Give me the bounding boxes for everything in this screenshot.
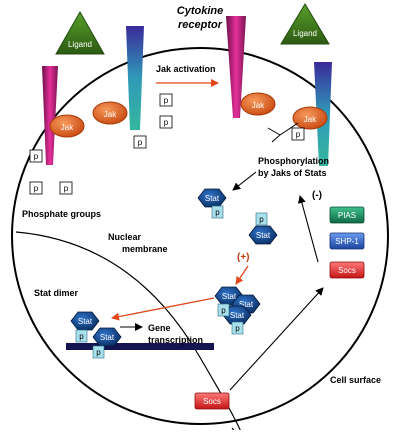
phosphorylation-label-line-1: Phosphorylation xyxy=(258,156,329,166)
title-line-1: Cytokine xyxy=(177,5,223,17)
stat-dimer-label: Stat dimer xyxy=(34,288,79,298)
nuclear-membrane-label-line-2: membrane xyxy=(122,244,168,254)
jak-right-2-label: Jak xyxy=(304,115,317,124)
stat-monomer-1-label: Stat xyxy=(205,194,220,203)
phosphate-box-2-label: p xyxy=(164,118,169,127)
jak-right-2: Jak xyxy=(292,106,328,130)
stat-dimer-right-p-2: p xyxy=(235,324,240,333)
stat-dimer-right-label-1: Stat xyxy=(222,292,237,301)
socs-label-upper: Socs xyxy=(338,266,356,275)
dna-strand xyxy=(66,343,214,350)
stat-monomer-1: Stat p xyxy=(197,188,227,219)
plus-sign: (+) xyxy=(237,252,250,263)
jak-left-1-label: Jak xyxy=(61,123,74,132)
phosphate-box-4: p xyxy=(29,149,43,163)
stat-dimer-dna-label-2: Stat xyxy=(100,333,115,342)
phosphate-box-4-label: p xyxy=(34,152,39,161)
socs-feedback-arrow xyxy=(229,287,324,391)
phosphate-box-1-label: p xyxy=(164,96,169,105)
stat-dimer-right-p-1: p xyxy=(221,306,226,315)
dimerization-arrow xyxy=(235,265,249,285)
phosphate-box-1: p xyxy=(159,93,173,107)
socs-box-upper: Socs xyxy=(329,261,365,279)
jak-left-1: Jak xyxy=(49,114,85,138)
phosphate-box-3-label: p xyxy=(138,138,143,147)
jak-activation-label: Jak activation xyxy=(156,64,216,74)
jak-right-1-label: Jak xyxy=(252,101,265,110)
stat-monomer-2: p Stat xyxy=(248,212,278,245)
stat-dimer-dna-p-1: p xyxy=(79,332,84,341)
jak-left-2-label: Jak xyxy=(104,110,117,119)
ligand-triangle-left: Ligand xyxy=(55,10,105,55)
socs-box-lower: Socs xyxy=(194,392,230,410)
pias-box: PIAS xyxy=(329,206,365,224)
ligand-triangle-right: Ligand xyxy=(280,3,330,45)
phosphorylation-arrow xyxy=(232,171,257,191)
stat-dimer-right: Stat Stat Stat p p xyxy=(214,286,261,335)
receptor-chain-magenta-right xyxy=(226,16,246,118)
ligand-label-right: Ligand xyxy=(293,29,317,38)
cell-surface-label: Cell surface xyxy=(330,375,381,385)
phosphate-box-6-label: p xyxy=(64,184,69,193)
stat-dimer-right-label-2: Stat xyxy=(239,300,254,309)
stat-dimer-dna-label-1: Stat xyxy=(78,317,93,326)
phosphate-box-5: p xyxy=(29,181,43,195)
minus-sign: (-) xyxy=(312,190,322,201)
receptor-chain-teal-left xyxy=(126,26,144,130)
socs-label-lower: Socs xyxy=(203,397,221,406)
shp1-label: SHP-1 xyxy=(335,237,359,246)
stat-monomer-1-p: p xyxy=(215,208,220,217)
stat-monomer-2-label: Stat xyxy=(256,231,271,240)
phosphate-groups-label: Phosphate groups xyxy=(22,209,101,219)
stat-dimer-right-label-3: Stat xyxy=(230,311,245,320)
phosphate-box-2: p xyxy=(159,115,173,129)
phosphate-box-5-label: p xyxy=(34,184,39,193)
stat-dimer-dna: Stat p Stat p xyxy=(70,311,122,359)
jak-right-1: Jak xyxy=(240,92,276,116)
phosphate-box-receptor-label: p xyxy=(296,130,301,139)
gene-transcription-label-line-1: Gene xyxy=(148,323,171,333)
translocation-arrow xyxy=(111,297,215,321)
ligand-label-left: Ligand xyxy=(68,40,92,49)
phosphate-box-3: p xyxy=(133,135,147,149)
gene-transcription-label-line-2: transcription xyxy=(148,335,203,345)
receptor-chain-magenta-left xyxy=(42,66,58,165)
shp1-box: SHP-1 xyxy=(329,232,365,250)
stat-monomer-2-p: p xyxy=(259,215,264,224)
nuclear-membrane-label-line-1: Nuclear xyxy=(108,232,142,242)
phosphorylation-connector xyxy=(267,122,299,143)
pias-label: PIAS xyxy=(338,211,356,220)
jak-left-2: Jak xyxy=(92,101,128,125)
stat-dimer-dna-p-2: p xyxy=(96,348,101,357)
phosphate-box-6: p xyxy=(59,181,73,195)
inhibition-arrow xyxy=(297,195,319,263)
phosphate-box-receptor: p xyxy=(291,127,305,141)
phosphorylation-label-line-2: by Jaks of Stats xyxy=(258,168,327,178)
title-line-2: receptor xyxy=(178,19,223,31)
